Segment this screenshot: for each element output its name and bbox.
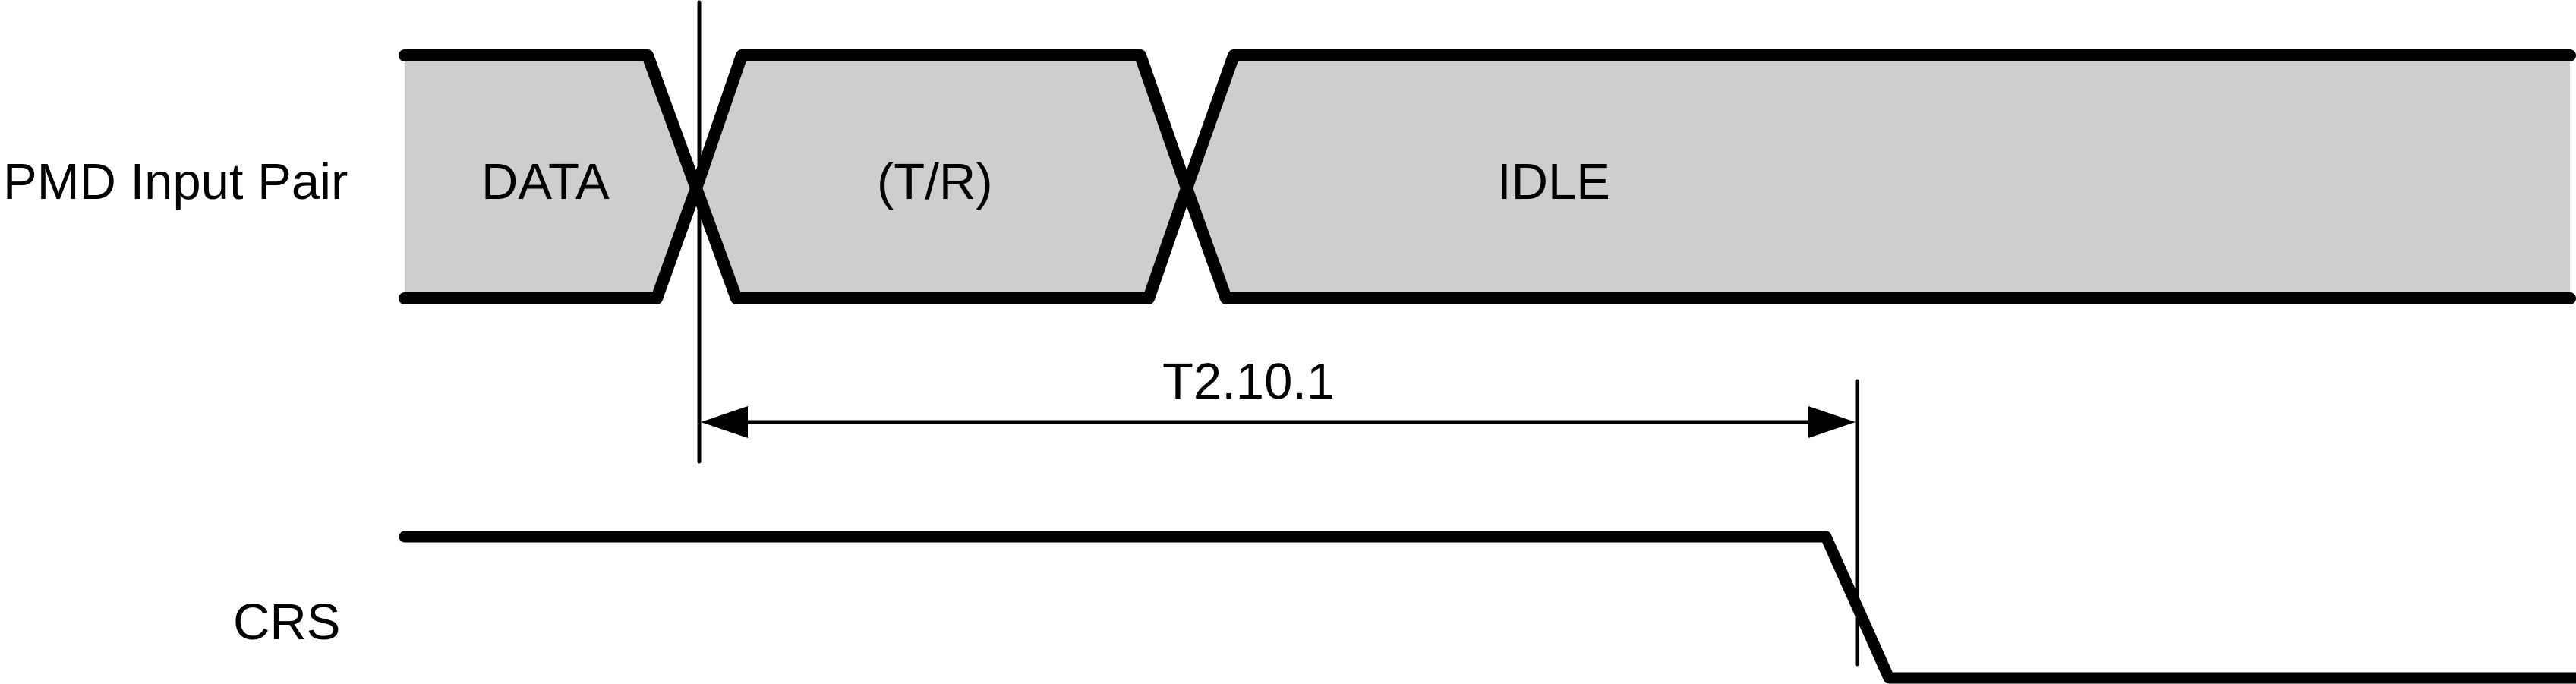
bus-bottom-tr	[690, 182, 1193, 304]
crs-waveform	[399, 531, 2576, 684]
bus-bottom-idle	[1181, 182, 2576, 304]
segment-idle-fill	[1187, 55, 2570, 298]
pmd-bus	[399, 49, 2576, 304]
bus-top-idle	[1181, 49, 2576, 194]
segment-label-idle: IDLE	[1497, 153, 1610, 210]
timing-dimension-arrow	[701, 406, 1856, 438]
segment-tr-fill	[696, 55, 1187, 298]
bus-top-data	[399, 49, 702, 194]
segment-label-data: DATA	[481, 153, 610, 210]
signal-label-pmd: PMD Input Pair	[3, 153, 348, 210]
signal-label-crs: CRS	[233, 594, 340, 651]
segment-label-tr: (T/R)	[877, 153, 993, 210]
timing-parameter-label: T2.10.1	[1162, 353, 1335, 410]
bus-bottom-data	[399, 182, 702, 304]
arrow-left-icon	[701, 406, 748, 438]
arrow-right-icon	[1808, 406, 1856, 438]
segment-data-fill	[405, 55, 696, 298]
bus-top-tr	[690, 49, 1193, 194]
